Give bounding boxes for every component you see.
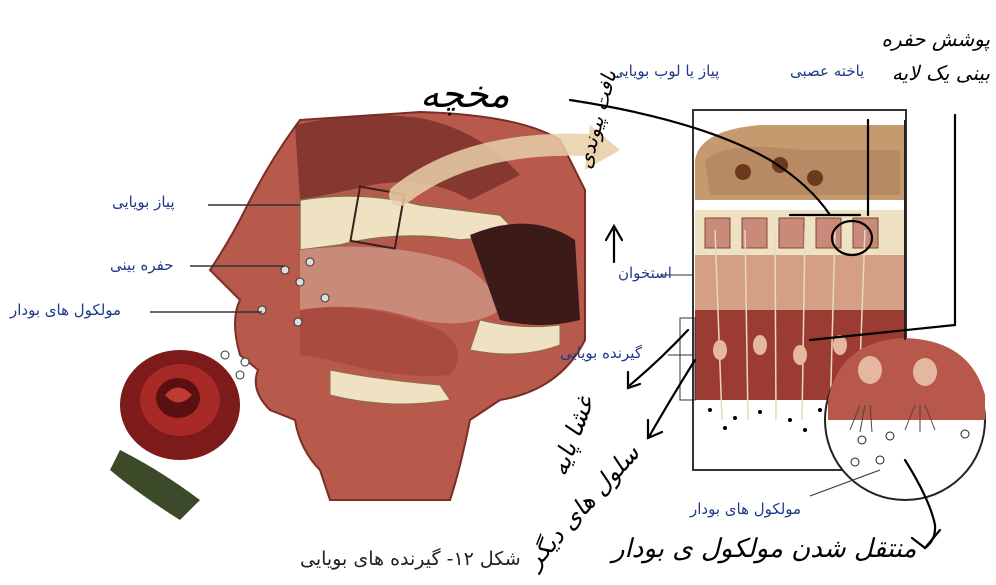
bone-label: استخوان [618, 264, 672, 282]
bulb-or-lobe-label: پیاز یا لوب بویایی [612, 62, 719, 80]
odor-molecules-label-right: مولکول های بودار [690, 500, 801, 518]
rose [110, 350, 240, 520]
note-cerebellum: مخچه [420, 72, 510, 116]
note-transfer-molecules: منتقل شدن مولکول ی بودار [612, 534, 916, 564]
nerve-cell-label: یاخته عصبی [790, 62, 864, 80]
odor-molecules-label-left: مولکول های بودار [10, 301, 121, 319]
nasal-cavity-label: حفره بینی [110, 256, 174, 274]
figure-caption: شکل ۱۲- گیرنده های بویایی [300, 548, 521, 570]
olfactory-bulb-label-left: پیاز بویایی [112, 193, 175, 211]
note-cavity-layers: پوشش حفره بینی یک لایه [870, 22, 990, 90]
receptor-label: گیرنده بویایی [560, 344, 642, 362]
